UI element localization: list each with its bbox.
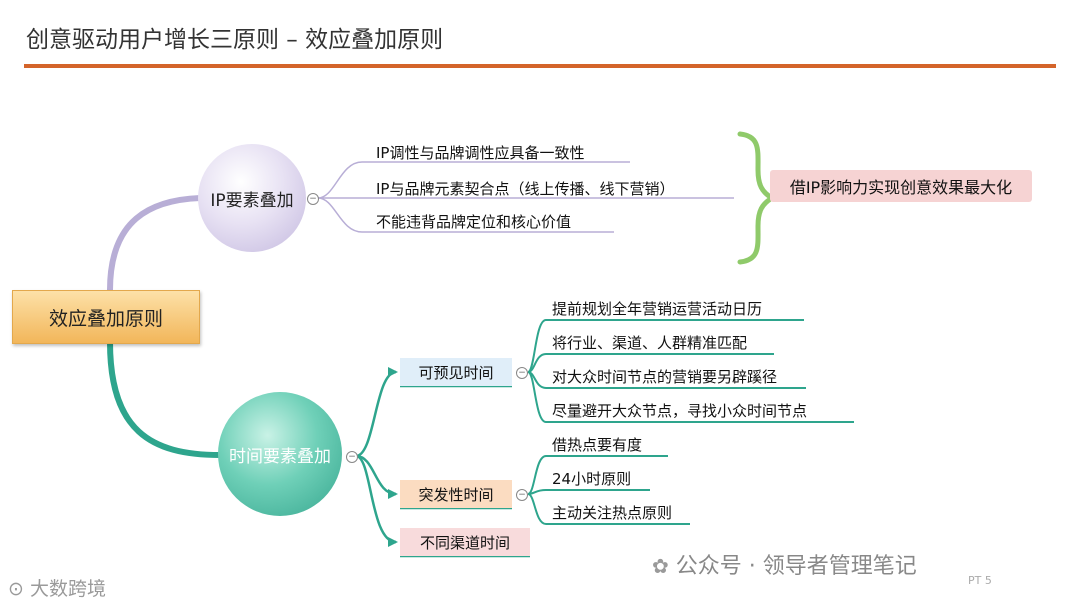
ip-branch-label: IP要素叠加 (210, 190, 294, 211)
time-branch-label: 时间要素叠加 (229, 446, 331, 467)
page-number: PT 5 (968, 574, 992, 587)
time-branch-node[interactable]: 时间要素叠加 (218, 392, 342, 516)
ip-leaf-3: 不能违背品牌定位和核心价值 (376, 213, 572, 231)
sudden-time-node[interactable]: 突发性时间 (400, 480, 512, 508)
wechat-watermark: ✿ 公众号 · 领导者管理笔记 (652, 548, 917, 580)
arrow-tufa (388, 489, 398, 499)
link-ip-leaf1 (317, 161, 630, 199)
link-time-qudao (355, 454, 397, 544)
arrow-qudao (388, 537, 398, 547)
page-title: 创意驱动用户增长三原则 – 效应叠加原则 (26, 27, 444, 53)
sudden-leaf-3: 主动关注热点原则 (552, 504, 673, 522)
predictable-leaf-1: 提前规划全年营销运营活动日历 (552, 300, 763, 318)
predictable-time-node[interactable]: 可预见时间 (400, 358, 512, 386)
brand-watermark: ⊙ 大数跨境 (8, 574, 106, 601)
link-yuce-leaf4 (527, 371, 854, 423)
link-tufa-leaf1 (527, 455, 668, 495)
wechat-icon: ✿ (652, 554, 669, 578)
predictable-leaf-4: 尽量避开大众节点，寻找小众时间节点 (552, 402, 808, 420)
predictable-collapse-toggle[interactable]: − (516, 367, 528, 379)
predictable-leaf-2: 将行业、渠道、人群精准匹配 (552, 334, 748, 352)
ip-leaf-1: IP调性与品牌调性应具备一致性 (376, 144, 585, 162)
arrow-yuce (388, 367, 398, 377)
link-yuce-leaf2 (527, 353, 774, 373)
root-node[interactable]: 效应叠加原则 (12, 290, 200, 344)
link-root-ip (107, 195, 201, 291)
wechat-watermark-text: 公众号 · 领导者管理笔记 (675, 554, 917, 579)
link-time-yuce (355, 370, 397, 458)
link-ip-leaf3 (317, 197, 614, 233)
link-root-time (107, 341, 221, 458)
ip-collapse-toggle[interactable]: − (307, 193, 319, 205)
sudden-collapse-toggle[interactable]: − (516, 489, 528, 501)
ip-leaf-2: IP与品牌元素契合点（线上传播、线下营销） (376, 180, 675, 198)
brand-watermark-text: 大数跨境 (29, 578, 106, 600)
ip-result-box: 借IP影响力实现创意效果最大化 (770, 170, 1032, 202)
predictable-leaf-3: 对大众时间节点的营销要另辟蹊径 (552, 368, 778, 386)
link-tufa-leaf3 (527, 493, 690, 525)
ip-branch-node[interactable]: IP要素叠加 (198, 144, 306, 252)
time-collapse-toggle[interactable]: − (346, 451, 358, 463)
channel-time-node[interactable]: 不同渠道时间 (400, 528, 530, 556)
link-tufa-leaf2 (527, 489, 650, 495)
sudden-leaf-2: 24小时原则 (552, 470, 632, 488)
brand-logo-icon: ⊙ (8, 578, 24, 600)
title-underline (24, 64, 1056, 68)
brace (737, 131, 777, 265)
sudden-leaf-1: 借热点要有度 (552, 436, 643, 454)
